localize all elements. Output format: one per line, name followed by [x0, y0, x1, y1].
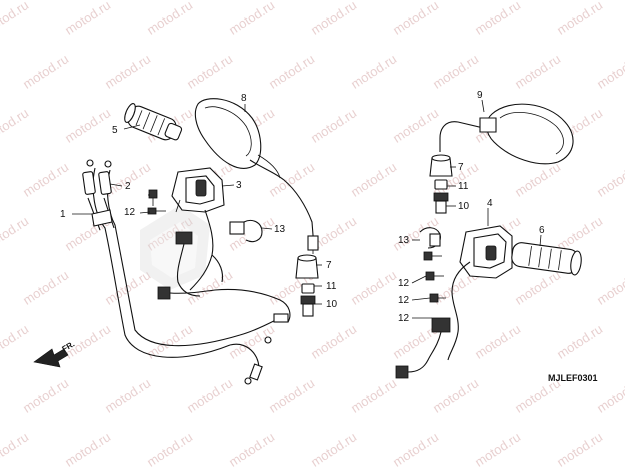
right-mirror — [439, 103, 574, 165]
right-switch-housing — [451, 225, 513, 333]
callout-7-right: 7 — [458, 162, 464, 173]
callout-13-right: 13 — [398, 235, 410, 246]
callout-labels: 1 2 3 4 5 6 7 7 8 9 10 10 11 11 12 12 12… — [60, 90, 545, 324]
right-clamp — [419, 227, 441, 249]
callout-11-right: 11 — [458, 181, 469, 192]
right-wiring-harness — [395, 317, 459, 379]
left-grip — [124, 103, 183, 141]
left-wiring-harness — [157, 231, 291, 323]
callout-6: 6 — [539, 225, 545, 236]
callout-13-left: 13 — [274, 224, 286, 235]
left-bolts — [147, 189, 166, 215]
callout-3: 3 — [236, 180, 242, 191]
left-switch-housing — [171, 167, 225, 291]
left-clamp — [229, 219, 263, 243]
callout-12-right-b: 12 — [398, 295, 410, 306]
callout-12-right-c: 12 — [398, 313, 410, 324]
right-bolts — [423, 251, 446, 303]
diagram-code: MJLEF0301 — [548, 373, 598, 383]
leader-lines — [72, 99, 542, 319]
callout-11-left: 11 — [326, 281, 337, 292]
callout-4: 4 — [487, 198, 493, 209]
callout-1: 1 — [60, 209, 66, 220]
callout-8: 8 — [241, 93, 247, 104]
callout-9: 9 — [477, 90, 483, 101]
brand-logo-watermark — [140, 205, 210, 290]
front-marker-label: FR. — [61, 339, 77, 353]
front-direction-arrow: FR. — [33, 339, 77, 368]
callout-12-right-a: 12 — [398, 278, 410, 289]
left-mirror — [194, 98, 319, 254]
callout-2: 2 — [125, 181, 131, 192]
right-throttle-grip — [511, 242, 582, 276]
right-mirror-cap-nut-bolt — [429, 154, 453, 214]
callout-5: 5 — [112, 125, 118, 136]
callout-7-left: 7 — [326, 260, 332, 271]
left-mirror-cap-nut-bolt — [295, 254, 319, 317]
throttle-cables — [82, 159, 289, 385]
callout-12-left: 12 — [124, 207, 136, 218]
callout-10-right: 10 — [458, 201, 470, 212]
callout-10-left: 10 — [326, 299, 338, 310]
